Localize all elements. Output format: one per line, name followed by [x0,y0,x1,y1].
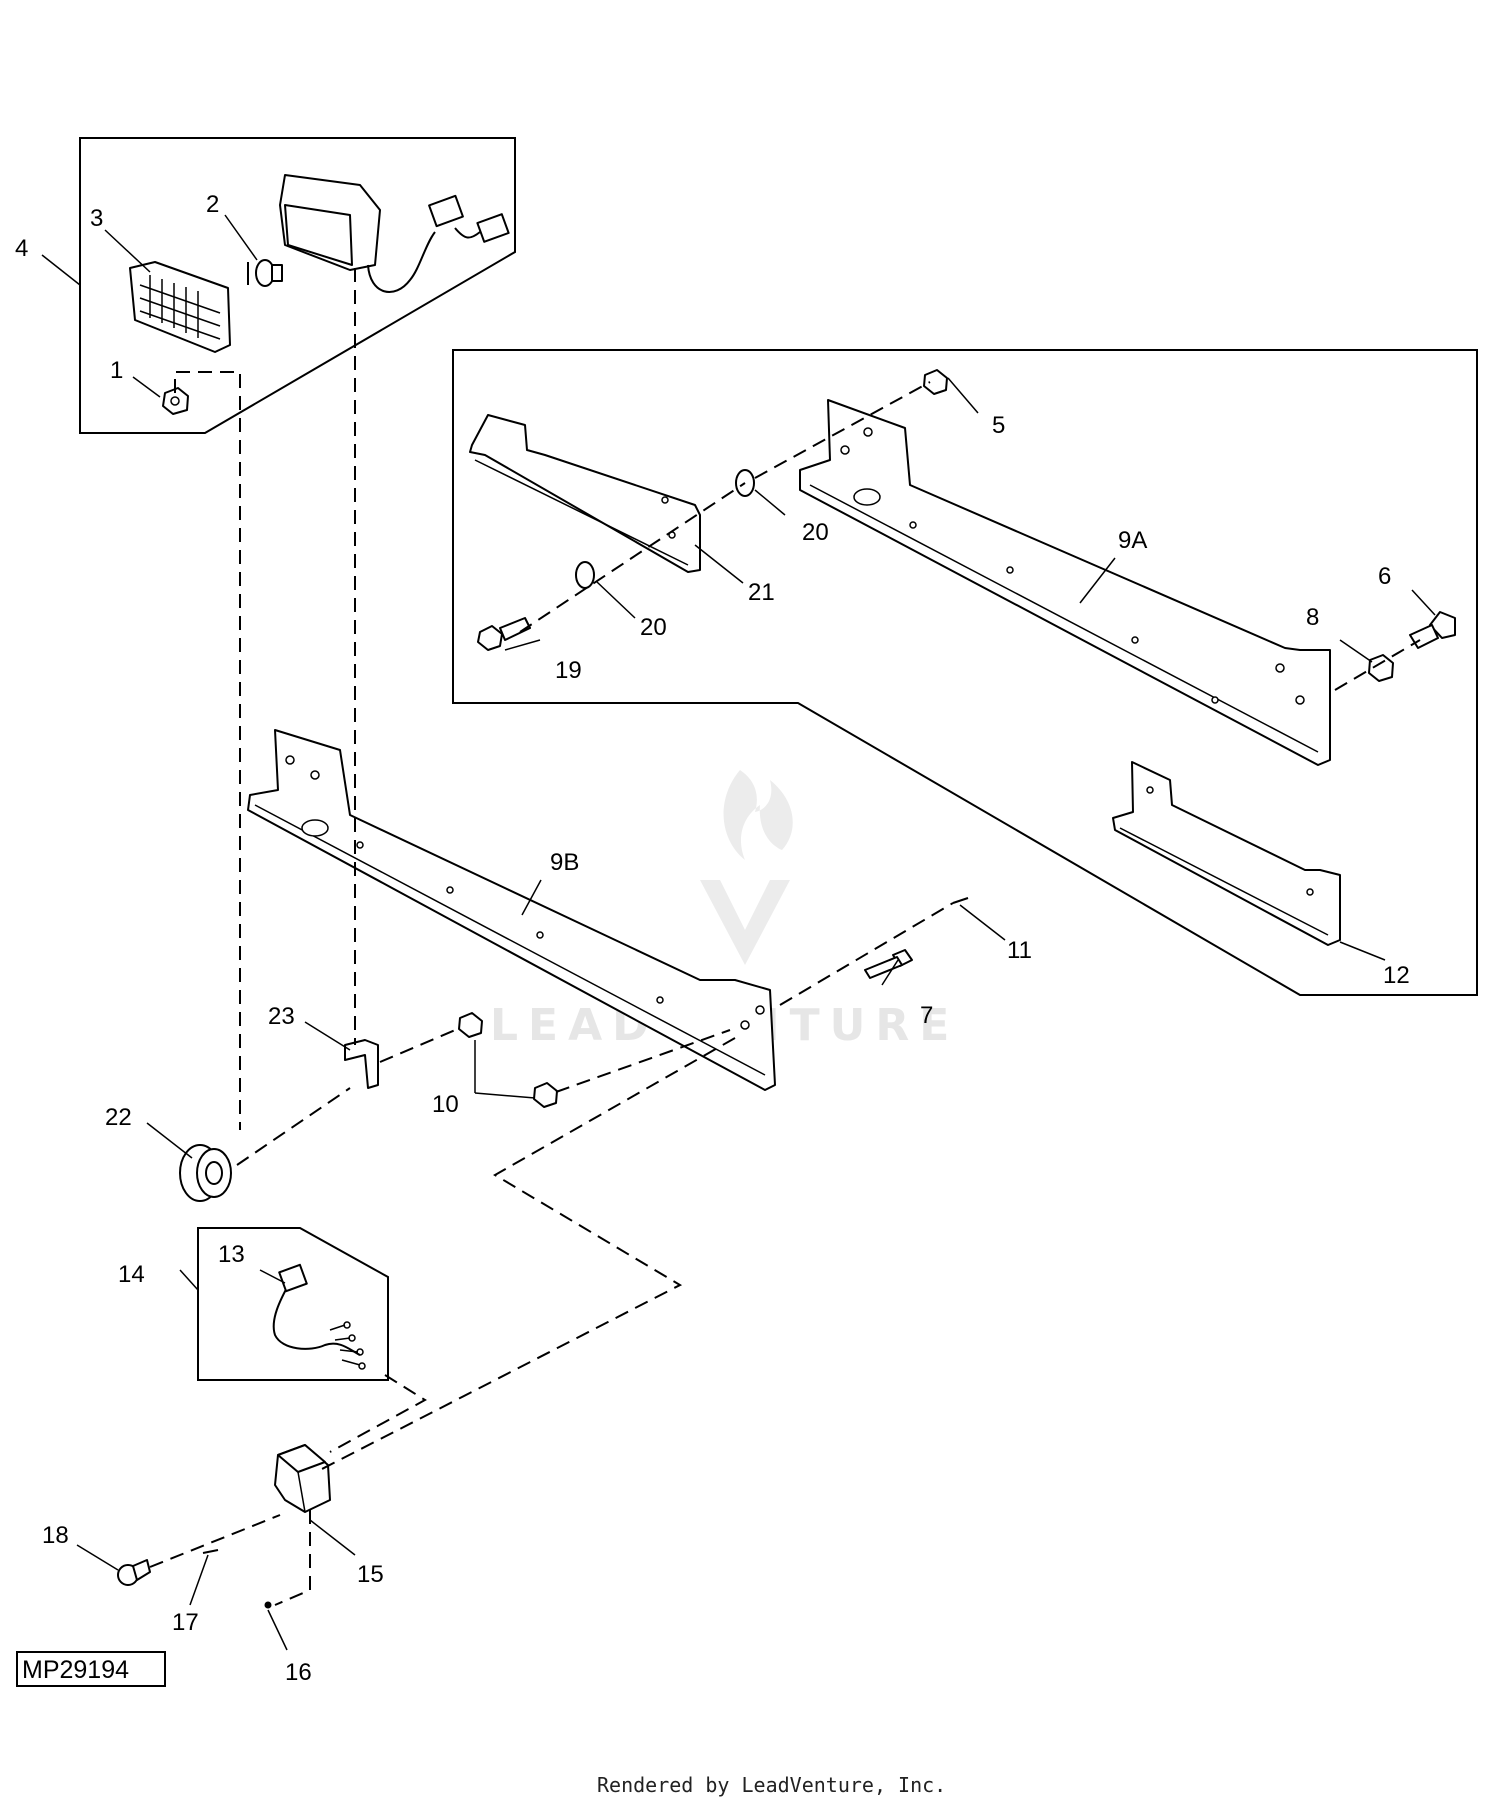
harness-inset [197,1227,389,1381]
callout-21: 21 [748,579,775,606]
callout-13: 13 [218,1241,245,1268]
pin-17-part [202,1549,219,1554]
callout-8: 8 [1306,604,1319,631]
callout-7: 7 [920,1002,933,1029]
bracket-9a-part [799,399,1331,766]
grommet-22-part [179,1144,232,1202]
bulb-part [247,259,283,287]
callout-18: 18 [42,1522,69,1549]
bracket-9b-part [247,729,776,1091]
callout-labels: 1 2 3 4 5 6 7 8 9A 9B 10 11 12 13 14 15 … [15,191,1410,1686]
callout-4: 4 [15,235,28,262]
light-housing-part [279,174,510,293]
callout-22: 22 [105,1104,132,1131]
nut-10-lower-part [533,1082,558,1108]
assembly-lines [149,268,954,1606]
callout-3: 3 [90,205,103,232]
pin-11-part [952,897,969,904]
callout-9a: 9A [1118,527,1147,554]
bracket-kit-inset [452,349,1478,996]
callout-15: 15 [357,1561,384,1588]
bracket-21-part [469,414,701,573]
drawing-id: MP29194 [22,1656,129,1684]
drawing-id-box: MP29194 [16,1651,166,1687]
bolt-7-part [864,949,913,979]
bulb-18-part [117,1559,151,1586]
footer-credit: Rendered by LeadVenture, Inc. [597,1773,946,1797]
callout-9b: 9B [550,849,579,876]
rivet-16-part [264,1601,272,1609]
leader-lines [41,214,1436,1651]
washer-20-lower-part [575,561,595,589]
callout-23: 23 [268,1003,295,1030]
callout-17: 17 [172,1609,199,1636]
callout-12: 12 [1383,962,1410,989]
callout-1: 1 [110,357,123,384]
worklight-inset [79,137,516,434]
nut-10-upper-part [458,1012,483,1038]
lamp-15-part [274,1444,331,1513]
nut-8-part [1368,654,1394,682]
callout-6: 6 [1378,563,1391,590]
callout-5: 5 [992,412,1005,439]
callout-16: 16 [285,1659,312,1686]
callout-11: 11 [1007,937,1032,964]
callout-19: 19 [555,657,582,684]
callout-2: 2 [206,191,219,218]
callout-14: 14 [118,1261,145,1288]
bolt-19-part [477,617,531,651]
callout-20-lower: 20 [640,614,667,641]
bracket-12-part [1112,761,1341,946]
callout-10: 10 [432,1091,459,1118]
callout-20-upper: 20 [802,519,829,546]
nut-5-part [923,369,948,395]
lens-part [129,261,231,353]
clip-23-part [344,1039,379,1089]
